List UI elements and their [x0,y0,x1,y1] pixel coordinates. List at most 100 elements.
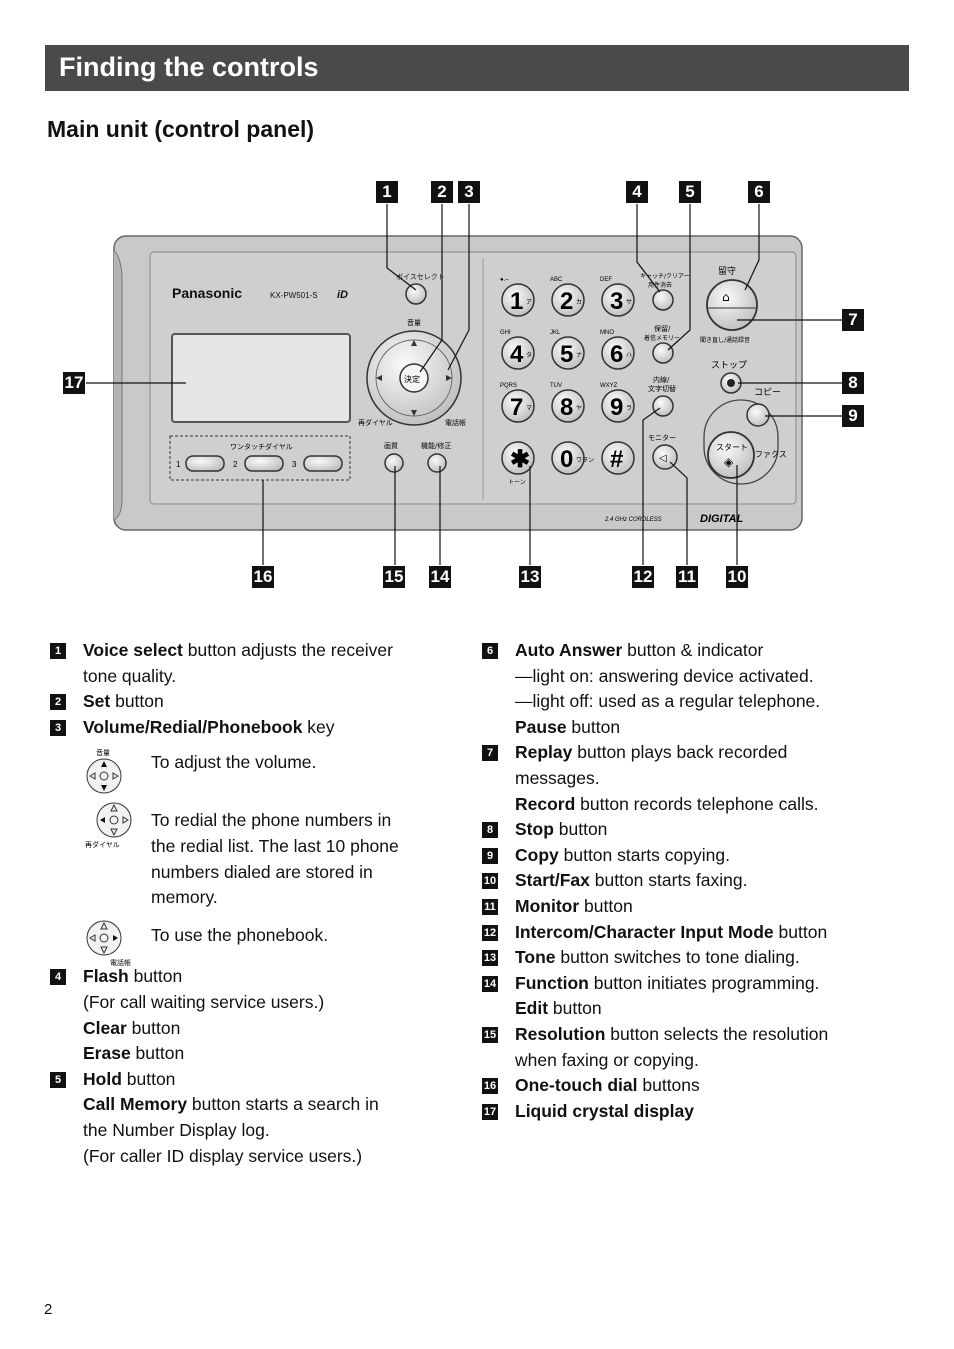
svg-text:2: 2 [233,460,238,469]
list-item: 14 Function button initiates programming… [482,972,820,1019]
key-digit: 9 [610,394,623,421]
key-3 [601,283,635,317]
svg-text:電話帳: 電話帳 [110,958,131,967]
svg-text:着信メモリー: 着信メモリー [644,334,680,342]
svg-text:◈: ◈ [724,455,734,469]
list-item: 9 Copy button starts copying. [482,843,902,869]
brand-logo: Panasonic [172,285,242,301]
phonebook-usage-row: 電話帳 To use the phonebook. [50,916,450,976]
callout-3: 3 [458,181,480,203]
key-digit: 7 [510,394,523,421]
svg-text:再ダイヤル: 再ダイヤル [85,840,120,849]
list-item: 1 Voice select button adjusts the receiv… [50,638,450,689]
key-1 [501,283,535,317]
key-letters: DEF [600,277,612,283]
key-letters: ●.– [500,277,509,283]
key-kana: カ [576,299,582,306]
svg-text:⌂: ⌂ [722,290,730,304]
list-item: 17 Liquid crystal display [482,1100,694,1121]
key-digit: ✱ [510,446,530,473]
list-item: 12 Intercom/Character Input Mode button [482,921,828,942]
list-item: 13 Tone button switches to tone dialing. [482,947,800,968]
svg-text:再ダイヤル: 再ダイヤル [358,418,393,427]
left-description-list: 1 Voice select button adjusts the receiv… [50,638,450,1169]
key-letters: GHI [500,330,511,336]
svg-text:モニター: モニター [648,433,676,442]
callout-2: 2 [431,181,453,203]
svg-text:ワンタッチダイヤル: ワンタッチダイヤル [230,442,293,451]
svg-text:決定: 決定 [404,374,420,384]
svg-text:音量: 音量 [96,748,110,757]
page-title: Finding the controls [59,52,319,82]
svg-text:ファクス: ファクス [755,450,787,459]
callout-1: 1 [376,181,398,203]
key-digit: 8 [560,394,573,421]
key-12 [601,441,635,475]
list-item: 8 Stop button [482,817,902,843]
callout-11: 11 [676,566,698,588]
copy-button [746,403,770,427]
callout-6: 6 [748,181,770,203]
key-11 [551,441,585,475]
svg-text:電話帳: 電話帳 [445,418,466,427]
svg-text:DIGITAL: DIGITAL [700,513,743,525]
svg-text:3: 3 [292,460,297,469]
start-fax-button [707,431,755,479]
list-item: 10 Start/Fax button starts faxing. [482,870,748,891]
callout-16: 16 [252,566,274,588]
svg-text:2.4 GHz CORDLESS: 2.4 GHz CORDLESS [604,517,662,523]
auto-answer-replay-button [706,279,758,331]
callout-9: 9 [842,405,864,427]
callout-5: 5 [679,181,701,203]
svg-text:機能/修正: 機能/修正 [421,441,451,450]
device-face [149,251,797,505]
callout-4: 4 [626,181,648,203]
svg-text:音量: 音量 [407,318,421,327]
key-kana: ヤ [576,405,582,412]
key-letters: MNO [600,330,614,336]
svg-text:聞き直し/通話録音: 聞き直し/通話録音 [700,336,750,344]
digital-logo: iD [337,289,348,301]
svg-text:コピー: コピー [754,387,781,398]
list-item: 7 Replay button plays back recorded mess… [482,740,902,817]
key-6 [601,336,635,370]
callout-7: 7 [842,309,864,331]
key-kana: タ [526,351,532,359]
callout-13: 13 [519,566,541,588]
callout-8: 8 [842,372,864,394]
list-item: 3 Volume/Redial/Phonebook key [50,715,450,741]
start-copy-frame [703,399,779,485]
lcd-display [171,333,351,423]
key-digit: 4 [510,341,524,368]
device-side [113,249,123,521]
one-touch-area [169,435,351,481]
svg-text:留守: 留守 [718,265,736,277]
key-digit: # [610,446,623,473]
key-4 [501,336,535,370]
svg-text:スタート: スタート [716,443,748,452]
function-button [427,453,447,473]
key-kana: ワヲン [576,457,594,464]
nav-key-volume-icon: 音量 [86,748,122,794]
list-item: 2 Set button [50,689,450,715]
key-9 [601,389,635,423]
right-description-list: 6 Auto Answer button & indicator —light … [482,638,902,1124]
key-7 [501,389,535,423]
svg-text:画質: 画質 [384,441,398,450]
list-item: 16 One-touch dial buttons [482,1075,700,1096]
key-digit: 2 [560,288,573,315]
volume-usage-row: 音量 To adjust the volume. [50,740,450,800]
redial-usage-row: 再ダイヤル To redial the phone numbers in the… [50,800,450,916]
key-letters: JKL [550,330,561,336]
voice-select-button [405,283,427,305]
svg-text:ボイスセレクト: ボイスセレクト [396,273,445,281]
key-kana: ア [526,299,532,306]
resolution-button [384,453,404,473]
list-item: 15 Resolution button selects the resolut… [482,1023,829,1070]
svg-text:保留/: 保留/ [654,324,671,333]
callout-14: 14 [429,566,451,588]
key-digit: 5 [560,341,573,368]
svg-text:文字切替: 文字切替 [648,384,676,393]
page-number: 2 [44,1301,53,1318]
